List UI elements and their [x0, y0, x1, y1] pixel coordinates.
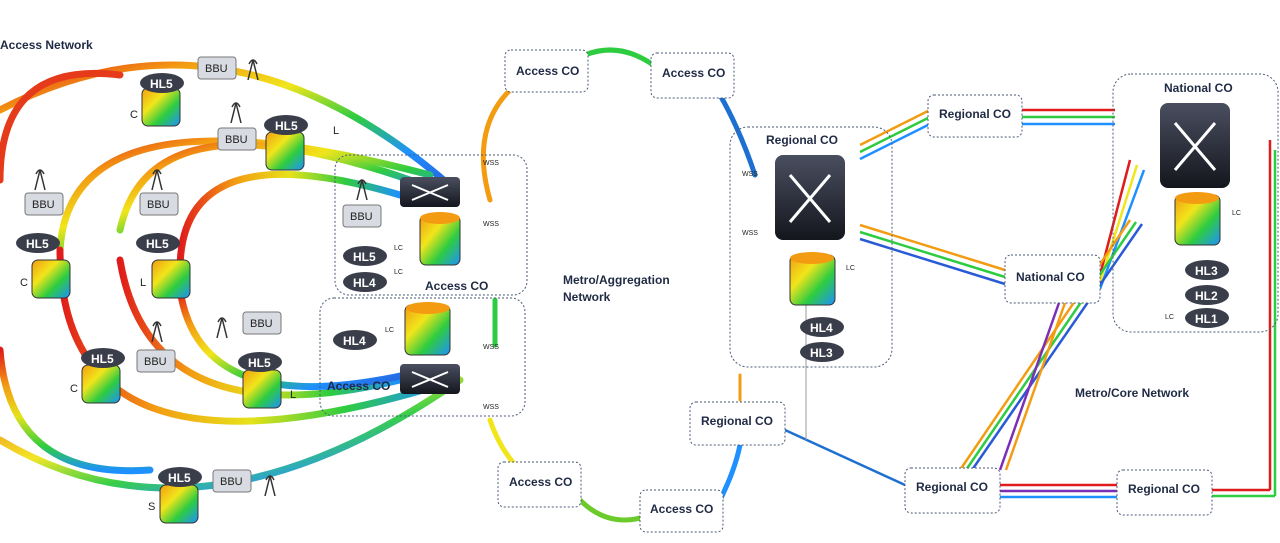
- svg-text:HL4: HL4: [810, 321, 833, 335]
- office-access-co-bottom-left: Access CO: [497, 461, 582, 508]
- bbu-labels: BBU BBU BBU BBU BBU BBU BBU BBU: [32, 63, 373, 488]
- svg-text:HL5: HL5: [91, 352, 114, 366]
- svg-text:HL5: HL5: [248, 356, 271, 370]
- switch-national: [1160, 103, 1230, 188]
- cylinder-stack-access-upper: [419, 212, 461, 266]
- svg-text:Regional CO: Regional CO: [1128, 482, 1200, 496]
- svg-text:Access CO: Access CO: [509, 475, 572, 489]
- svg-text:HL5: HL5: [146, 237, 169, 251]
- office-access-co-top-right: Access CO: [650, 52, 735, 99]
- office-national-co-mid: National CO: [1004, 254, 1101, 304]
- svg-text:HL5: HL5: [353, 250, 376, 264]
- access-co-hub-lower-label: Access CO: [327, 379, 390, 393]
- metro-core-label: Metro/Core Network: [1075, 386, 1189, 400]
- bbu-units: [24, 56, 382, 493]
- access-ring-arcs: [0, 61, 464, 492]
- regional-co-hub-label: Regional CO: [766, 133, 838, 147]
- svg-text:BBU: BBU: [225, 134, 248, 146]
- switch-access-lower: [400, 364, 460, 394]
- svg-text:LC: LC: [394, 269, 403, 276]
- svg-text:L: L: [333, 125, 339, 137]
- svg-text:Access CO: Access CO: [516, 64, 579, 78]
- wss-labels: WSS WSS WSS WSS WSS WSS: [483, 160, 758, 411]
- svg-text:Regional CO: Regional CO: [916, 480, 988, 494]
- svg-text:BBU: BBU: [250, 318, 273, 330]
- svg-text:WSS: WSS: [483, 404, 499, 411]
- svg-text:BBU: BBU: [220, 476, 243, 488]
- svg-text:WSS: WSS: [742, 171, 758, 178]
- office-regional-co-bottom-right: Regional CO: [1116, 469, 1213, 516]
- svg-text:HL5: HL5: [168, 471, 191, 485]
- national-co-hub: [1112, 73, 1279, 333]
- metro-aggregation-label-line2: Network: [563, 290, 611, 304]
- svg-text:HL5: HL5: [150, 77, 173, 91]
- svg-text:LC: LC: [846, 265, 855, 272]
- svg-text:Access CO: Access CO: [650, 502, 713, 516]
- routers: [16, 73, 1229, 487]
- svg-text:National CO: National CO: [1016, 270, 1085, 284]
- antenna-icons: [34, 59, 368, 497]
- svg-text:HL2: HL2: [1195, 289, 1218, 303]
- lc-labels: LC LC LC LC LC LC: [385, 210, 1241, 334]
- svg-text:HL4: HL4: [353, 276, 376, 290]
- svg-text:HL5: HL5: [26, 237, 49, 251]
- core-links: [784, 108, 1277, 499]
- svg-text:Access CO: Access CO: [662, 66, 725, 80]
- national-co-hub-label: National CO: [1164, 81, 1233, 95]
- svg-text:LC: LC: [1165, 314, 1174, 321]
- svg-text:C: C: [20, 277, 28, 289]
- access-co-hub-upper-label: Access CO: [425, 279, 488, 293]
- svg-text:LC: LC: [394, 245, 403, 252]
- svg-text:LC: LC: [1232, 210, 1241, 217]
- svg-text:WSS: WSS: [483, 221, 499, 228]
- access-co-hub-lower: [319, 297, 526, 417]
- access-network-label: Access Network: [0, 38, 93, 52]
- site-type-labels: C L C L C L S: [20, 109, 339, 513]
- svg-text:LC: LC: [385, 327, 394, 334]
- access-co-hub-upper: [334, 154, 528, 296]
- cylinder-stack-national: [1174, 192, 1221, 246]
- metro-aggregation-label-line1: Metro/Aggregation: [563, 273, 670, 287]
- svg-text:WSS: WSS: [742, 230, 758, 237]
- svg-text:BBU: BBU: [144, 356, 167, 368]
- device-labels: HL5 HL5 HL5 HL5 HL5 HL5 HL5 HL5 HL4 HL4 …: [26, 77, 1218, 485]
- svg-text:BBU: BBU: [147, 199, 170, 211]
- switch-regional: [775, 155, 845, 240]
- svg-text:HL4: HL4: [343, 334, 366, 348]
- regional-co-hub: [729, 126, 893, 368]
- svg-text:C: C: [70, 383, 78, 395]
- svg-text:L: L: [290, 389, 296, 401]
- svg-text:HL3: HL3: [1195, 264, 1218, 278]
- switch-access-upper: [400, 177, 460, 207]
- site-cylinders: [31, 87, 305, 524]
- svg-text:Regional CO: Regional CO: [701, 414, 773, 428]
- svg-text:C: C: [130, 109, 138, 121]
- svg-text:WSS: WSS: [483, 160, 499, 167]
- office-access-co-top-left: Access CO: [504, 49, 589, 93]
- svg-text:BBU: BBU: [350, 211, 373, 223]
- svg-text:Regional CO: Regional CO: [939, 107, 1011, 121]
- cylinder-stack-regional: [789, 252, 836, 306]
- svg-text:BBU: BBU: [32, 199, 55, 211]
- cylinder-stack-access-lower: [404, 302, 451, 356]
- office-access-co-bottom-right: Access CO: [639, 489, 724, 533]
- svg-text:HL1: HL1: [1195, 312, 1218, 326]
- office-regional-co-bottom-left: Regional CO: [904, 467, 1001, 514]
- svg-text:HL5: HL5: [275, 119, 298, 133]
- svg-text:BBU: BBU: [205, 63, 228, 75]
- office-regional-co-top: Regional CO: [927, 94, 1023, 138]
- svg-text:L: L: [140, 277, 146, 289]
- svg-text:WSS: WSS: [483, 344, 499, 351]
- office-regional-co-metro: Regional CO: [689, 401, 786, 446]
- svg-text:HL3: HL3: [810, 346, 833, 360]
- svg-text:S: S: [148, 501, 155, 513]
